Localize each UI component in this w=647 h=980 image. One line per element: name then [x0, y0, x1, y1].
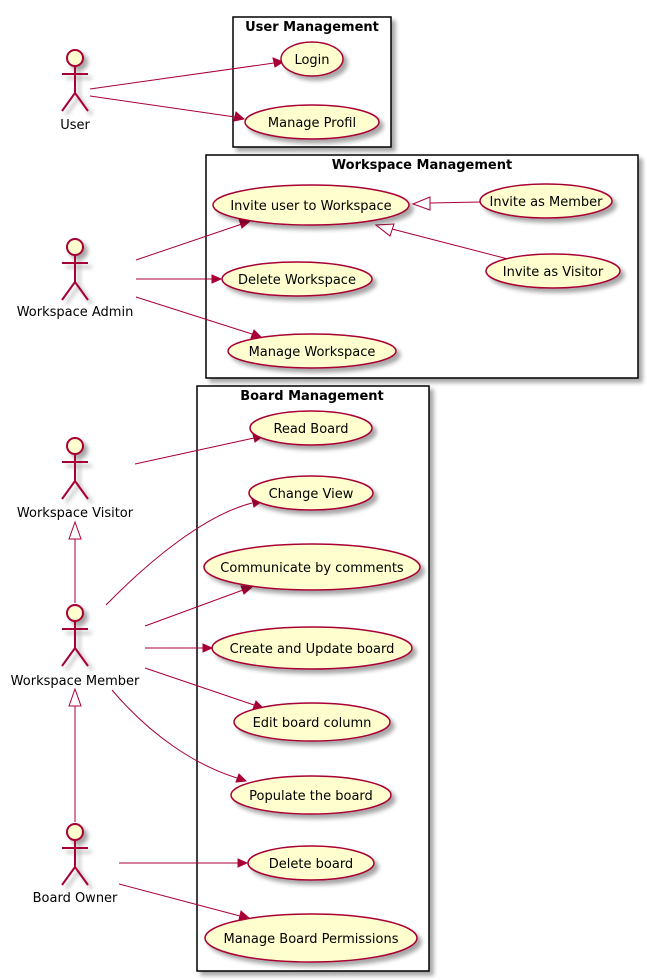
usecase-invite-user[interactable]: Invite user to Workspace	[212, 184, 410, 226]
actor-label: Workspace Admin	[17, 305, 134, 320]
usecase-populate-board[interactable]: Populate the board	[230, 775, 392, 815]
usecase-label: Edit board column	[253, 716, 372, 731]
package-title: Board Management	[240, 389, 384, 404]
actor-head	[66, 49, 84, 67]
usecase-shape	[212, 184, 410, 226]
usecase-label: Manage Workspace	[249, 345, 376, 360]
actor-label: Workspace Member	[11, 674, 140, 689]
usecase-invite-member[interactable]: Invite as Member	[479, 183, 613, 219]
package-frame	[196, 385, 430, 972]
arrowhead	[233, 111, 246, 122]
usecase-shape	[485, 253, 621, 289]
actor-head	[66, 238, 84, 256]
arrowhead	[240, 585, 254, 595]
usecase-login[interactable]: Login	[280, 41, 344, 77]
usecase-label: Create and Update board	[230, 642, 395, 657]
usecase-shape	[203, 543, 421, 591]
generalization-head	[374, 223, 395, 237]
actor-body	[61, 66, 89, 112]
edge-member-invite-generalization	[429, 201, 481, 204]
usecase-shape	[230, 775, 392, 815]
usecase-change-view[interactable]: Change View	[248, 475, 374, 511]
arrowhead	[211, 274, 223, 284]
generalization-head	[411, 196, 431, 211]
usecase-label: Read Board	[273, 422, 348, 437]
usecase-manage-workspace[interactable]: Manage Workspace	[227, 333, 397, 369]
usecase-label: Change View	[269, 487, 354, 502]
actor-workspace-visitor[interactable]: Workspace Visitor	[17, 437, 134, 521]
arrowhead	[237, 858, 249, 868]
arrowhead	[235, 773, 248, 783]
edge-member-change-view	[105, 502, 253, 606]
usecase-manage-profil[interactable]: Manage Profil	[244, 104, 380, 140]
edge-member-populate	[111, 689, 238, 779]
generalization-head	[68, 520, 82, 540]
actors: User Workspace Admin Workspace Visitor W…	[11, 49, 140, 906]
arrowhead	[202, 643, 214, 653]
edge-member-communicate	[144, 589, 244, 627]
package-board-management: Board Management	[196, 385, 430, 972]
usecase-label: Invite as Member	[490, 195, 604, 210]
actor-body	[61, 255, 89, 301]
arrowhead	[272, 57, 285, 68]
actor-label: User	[60, 118, 90, 133]
actor-label: Board Owner	[33, 891, 118, 906]
actor-workspace-admin[interactable]: Workspace Admin	[17, 238, 134, 320]
actor-body	[61, 454, 89, 500]
actor-label: Workspace Visitor	[17, 506, 134, 521]
usecase-delete-board[interactable]: Delete board	[247, 845, 375, 881]
package-title: Workspace Management	[332, 158, 512, 173]
actor-body	[61, 621, 89, 667]
usecase-edit-board-column[interactable]: Edit board column	[233, 702, 391, 742]
usecase-label: Invite user to Workspace	[230, 199, 391, 214]
actor-user[interactable]: User	[60, 49, 90, 133]
usecase-shape	[479, 183, 613, 219]
edge-user-manage-profil	[89, 95, 236, 118]
edge-admin-manage-workspace	[135, 296, 253, 335]
usecase-read-board[interactable]: Read Board	[249, 410, 373, 446]
usecase-label: Invite as Visitor	[503, 265, 604, 280]
usecase-shape	[249, 410, 373, 446]
actor-body	[61, 840, 89, 886]
edges	[68, 57, 509, 921]
usecase-shape	[221, 261, 373, 297]
edge-visitor-read-board	[134, 437, 255, 465]
edge-owner-manage-permissions	[118, 883, 241, 917]
usecase-shape	[233, 702, 391, 742]
usecase-shape	[247, 845, 375, 881]
arrowhead	[250, 329, 263, 339]
actor-workspace-member[interactable]: Workspace Member	[11, 604, 140, 689]
edge-user-login	[89, 62, 275, 90]
usecase-label: Communicate by comments	[220, 561, 404, 576]
actor-head	[66, 437, 84, 455]
usecase-shape	[227, 333, 397, 369]
usecase-shape	[248, 475, 374, 511]
usecase-label: Manage Profil	[268, 116, 356, 131]
edge-member-edit-column	[144, 667, 255, 706]
usecase-delete-workspace[interactable]: Delete Workspace	[221, 261, 373, 297]
usecase-shape	[204, 913, 418, 963]
usecase-shape	[211, 626, 413, 670]
usecase-label: Login	[294, 53, 329, 68]
usecase-invite-visitor[interactable]: Invite as Visitor	[485, 253, 621, 289]
actor-board-owner[interactable]: Board Owner	[33, 823, 118, 906]
package-title: User Management	[245, 20, 379, 35]
usecase-create-update-board[interactable]: Create and Update board	[211, 626, 413, 670]
usecase-manage-permissions[interactable]: Manage Board Permissions	[204, 913, 418, 963]
usecase-label: Populate the board	[249, 789, 373, 804]
edge-admin-invite	[135, 223, 243, 261]
edge-visitor-invite-generalization	[391, 228, 509, 260]
actor-head	[66, 823, 84, 841]
usecase-label: Delete Workspace	[238, 273, 356, 288]
use-cases: Login Manage Profil Invite user to Works…	[203, 41, 621, 963]
usecase-communicate[interactable]: Communicate by comments	[203, 543, 421, 591]
actor-head	[66, 604, 84, 622]
usecase-label: Manage Board Permissions	[224, 932, 399, 947]
usecase-shape	[280, 41, 344, 77]
usecase-shape	[244, 104, 380, 140]
generalization-head	[68, 687, 82, 707]
usecase-label: Delete board	[269, 857, 353, 872]
